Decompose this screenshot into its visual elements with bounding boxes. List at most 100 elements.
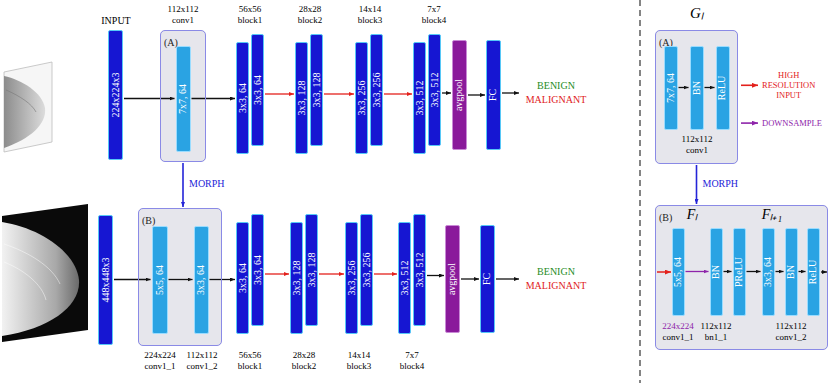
flow-arrow	[461, 278, 479, 279]
output-arrow	[821, 271, 827, 272]
module-tag: (B)	[659, 212, 672, 223]
layer-bar: PReLU	[733, 228, 746, 316]
legend-samples	[741, 85, 758, 123]
resolution-label: 224x224	[662, 321, 694, 332]
layer-text: BN	[692, 81, 702, 95]
layer-bar: 3x3, 64	[251, 214, 264, 326]
layer-text: 448x448x3	[101, 258, 111, 303]
layer-bar: 224x224x3	[108, 30, 123, 160]
layer-text: FC	[482, 273, 492, 285]
label-holder: INPUT	[101, 15, 130, 27]
layer-text: 3x3, 512	[400, 261, 410, 296]
layer-bar: 3x3, 512	[428, 34, 441, 146]
divider-line	[639, 0, 640, 383]
layer-caption: conv1_1	[663, 332, 694, 343]
flow-arrow	[384, 93, 412, 94]
input-label: INPUT	[101, 15, 130, 27]
label-holder: 56x56 block1	[238, 350, 263, 372]
flow-arrow	[442, 92, 451, 93]
flow-arrow	[265, 93, 294, 94]
layer-bar: FC	[480, 225, 495, 333]
flow-arrow	[776, 271, 784, 272]
layer-text: 3x3, 64	[253, 255, 263, 285]
layer-text: 3x3, 128	[312, 73, 322, 108]
mammogram	[2, 204, 88, 342]
tissue-line	[4, 244, 60, 300]
breast-shape	[2, 222, 79, 336]
layer-caption: 14x14 block3	[347, 350, 372, 372]
label-holder: 112x112 conv1	[682, 134, 713, 156]
layer-bar: 3x3, 512	[413, 214, 426, 326]
layer-caption: 112x112 conv1_2	[776, 321, 807, 343]
layer-bar: ReLU	[807, 228, 820, 316]
layer-text: ReLU	[718, 75, 728, 99]
label-holder: 224x224 conv1_1	[144, 350, 176, 372]
flow-arrow	[427, 275, 444, 276]
label-holder: 7x7 block4	[400, 350, 425, 372]
edge-label-holder: MORPH	[703, 178, 739, 190]
layer-bar: 3x3, 128	[295, 42, 308, 154]
layer-text: 7x7, 64	[666, 73, 676, 103]
class-label: BENIGN	[537, 266, 575, 278]
layer-bar: 3x3, 128	[305, 214, 318, 326]
output-arrow	[496, 278, 519, 279]
layer-bar: 3x3, 256	[345, 222, 358, 334]
module-symbol: Gₗ	[690, 4, 704, 22]
layer-text: 3x3, 128	[307, 253, 317, 288]
flow-arrow	[374, 273, 397, 274]
layer-text: 3x3, 256	[362, 253, 372, 288]
box-ground	[655, 205, 828, 350]
module-symbol: Fₗ	[687, 207, 698, 224]
label-holder: 28x28 block2	[292, 350, 317, 372]
layer-text: 3x3, 512	[415, 253, 425, 288]
layer-bar: BN	[710, 228, 723, 316]
layer-bar: BN	[690, 46, 704, 130]
box-ground	[160, 30, 206, 162]
layer-text: 3x3, 256	[347, 261, 357, 296]
box-grounds	[138, 30, 828, 350]
layer-bar: 3x3, 256	[355, 42, 368, 154]
layer-caption: 7x7 block4	[400, 350, 425, 372]
class-label: MALIGNANT	[526, 280, 587, 292]
label-holder: Fₗ	[687, 207, 698, 224]
legend-text: DOWNSAMPLE	[762, 118, 822, 128]
label-holder: 14x14 block3	[358, 4, 383, 26]
layer-caption: 56x56 block1	[238, 4, 263, 26]
legend-text: HIGH RESOLUTION INPUT	[762, 70, 815, 101]
layer-caption: 56x56 block1	[238, 350, 263, 372]
layer-bar: 3x3, 64	[236, 42, 249, 154]
label-holder: 112x112 conv1	[168, 4, 199, 26]
layer-caption: 7x7 block4	[422, 4, 447, 26]
layer-bar: 7x7, 64	[176, 46, 191, 152]
layer-caption: 112x112 conv1	[168, 4, 199, 26]
layer-text: 224x224x3	[111, 73, 121, 118]
layer-text: 3x3, 128	[292, 261, 302, 296]
layer-bar: ReLU	[716, 46, 730, 130]
layer-bar: 3x3, 64	[236, 222, 249, 334]
layer-text: avgpool	[448, 263, 458, 295]
pool-bar: avgpool	[445, 225, 460, 333]
edge-label: MORPH	[703, 178, 739, 190]
layer-text: 3x3, 256	[372, 73, 382, 108]
output-arrow	[502, 92, 519, 93]
label-holder: MALIGNANT	[526, 280, 587, 292]
flow-arrow	[210, 279, 236, 280]
edge-label: MORPH	[189, 178, 225, 190]
flow-arrow	[169, 279, 193, 280]
label-holder: 56x56 block1	[238, 4, 263, 26]
layer-text: BN	[786, 265, 796, 279]
layer-bar: 3x3, 64	[762, 228, 775, 316]
image-frame	[2, 204, 88, 342]
input-arrow	[657, 271, 671, 273]
layer-bar: FC	[486, 40, 501, 150]
layer-text: FC	[488, 89, 498, 101]
layer-caption: 112x112 bn1_1	[701, 321, 732, 343]
flow-arrow	[799, 271, 806, 272]
layer-text: 7x7, 64	[178, 84, 188, 114]
pool-bar: avgpool	[452, 40, 467, 150]
label-holder: 14x14 block3	[347, 350, 372, 372]
flow-arrow	[724, 271, 732, 272]
label-holder: 112x112 bn1_1	[701, 321, 732, 343]
layer-text: BN	[711, 265, 721, 279]
flow-arrow	[747, 271, 761, 272]
